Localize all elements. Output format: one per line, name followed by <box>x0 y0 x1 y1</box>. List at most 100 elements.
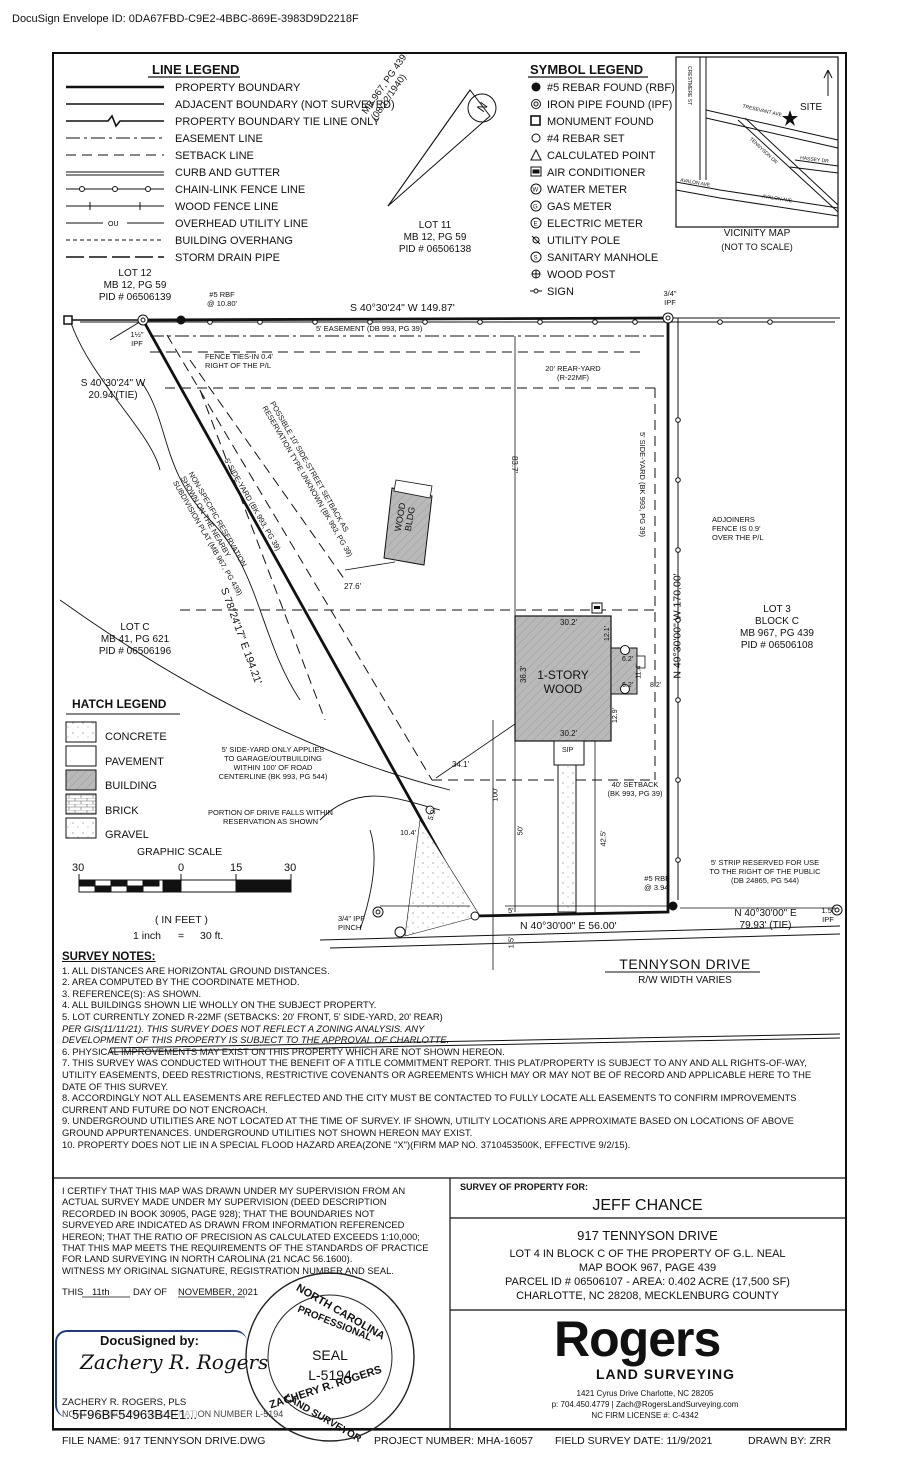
legal-description: LOT 4 IN BLOCK C OF THE PROPERTY OF G.L.… <box>505 1248 790 1302</box>
rbf-top-label: #5 RBF @ 10.80' <box>207 290 237 308</box>
survey-for-label: SURVEY OF PROPERTY FOR: <box>460 1182 589 1192</box>
house-dim-left: 36.3' <box>519 665 529 684</box>
signer-name: ZACHERY R. ROGERS, PLS <box>62 1397 187 1408</box>
house-dim: 6.2' <box>622 682 634 689</box>
company-sub: LAND SURVEYING <box>596 1366 735 1382</box>
ipf-top-right-label: 3/4" IPF <box>663 289 677 307</box>
line-legend-item: EASEMENT LINE <box>175 133 263 145</box>
note-line: 3. REFERENCE(S): AS SHOWN. <box>62 987 202 999</box>
svg-text:OU: OU <box>108 221 119 228</box>
symbol-legend-item: GAS METER <box>547 201 612 213</box>
note-line: DEVELOPMENT OF THIS PROPERTY IS SUBJECT … <box>62 1034 450 1046</box>
property-boundary <box>140 316 670 918</box>
graphic-scale-bar <box>78 874 292 893</box>
footer-project: PROJECT NUMBER: MHA-16057 <box>374 1435 534 1447</box>
line-legend-item: BUILDING OVERHANG <box>175 235 293 247</box>
symbol-legend-item: CALCULATED POINT <box>547 150 656 162</box>
hatch-legend-item: GRAVEL <box>105 829 149 841</box>
svg-text:G: G <box>533 205 538 211</box>
scale-tick: 15 <box>230 862 243 874</box>
lot12-label: LOT 12 MB 12, PG 59 PID # 06506139 <box>98 268 172 303</box>
dim-34-1: 34.1' <box>452 760 470 769</box>
line-legend-item: PROPERTY BOUNDARY TIE LINE ONLY <box>175 116 380 128</box>
symbol-legend-item: AIR CONDITIONER <box>547 167 646 179</box>
notes-title: SURVEY NOTES: <box>62 951 156 963</box>
right-bearing: N 49°30'00" W 170.00' <box>671 573 684 679</box>
seal-number: L-5194 <box>308 1367 352 1383</box>
symbol-legend-item: IRON PIPE FOUND (IPF) <box>547 99 673 111</box>
note-line: UTILITY EASEMENTS, DEED RESTRICTIONS, RE… <box>62 1068 812 1080</box>
rear-yard-label: 20' REAR-YARD (R-22MF) <box>545 364 601 382</box>
note-line: 6. PHYSICAL IMPROVEMENTS MAY EXIST ON TH… <box>62 1045 505 1057</box>
docusign-id: 5F96BF54963B4E1... <box>72 1407 198 1422</box>
easement-label: 5' EASEMENT (DB 993, PG 39) <box>316 324 423 333</box>
cert-month: NOVEMBER <box>178 1286 232 1297</box>
tie-left-label: S 40°30'24" W 20.94'(TIE) <box>80 378 146 401</box>
symbol-legend-item: WATER METER <box>547 184 628 196</box>
client-name: JEFF CHANCE <box>592 1197 703 1214</box>
footer-file: FILE NAME: 917 TENNYSON DRIVE.DWG <box>62 1435 266 1447</box>
scale-title: GRAPHIC SCALE <box>137 846 223 858</box>
property-address: 917 TENNYSON DRIVE <box>577 1228 718 1243</box>
wood-bldg-shape <box>383 479 433 566</box>
note-line: PER GIS(11/11/21). THIS SURVEY DOES NOT … <box>62 1022 425 1034</box>
company-license: NC FIRM LICENSE #: C-4342 <box>591 1411 699 1420</box>
hatch-legend-item: BUILDING <box>105 780 157 792</box>
rbf-bottom-label: #5 RBF @ 3.94' <box>644 874 670 892</box>
company-contact: p: 704.450.4779 | Zach@RogersLandSurveyi… <box>551 1400 739 1409</box>
lotc-label: LOT C MB 41, PG 621 PID # 06506196 <box>98 622 172 657</box>
note-line: 5. LOT CURRENTLY ZONED R-22MF (SETBACKS:… <box>62 1010 443 1022</box>
cert-line: RECORDED IN BOOK 30905, PAGE 928); THAT … <box>62 1207 375 1219</box>
dim-50: 50' <box>515 825 525 836</box>
house-dim: 12.9' <box>611 708 619 723</box>
survey-notes: SURVEY NOTES: 1. ALL DISTANCES ARE HORIZ… <box>62 951 842 1150</box>
dim-100: 100' <box>490 787 500 802</box>
note-line: 10. PROPERTY DOES NOT LIE IN A SPECIAL F… <box>62 1138 631 1150</box>
house-shape <box>514 602 646 913</box>
house-dim: 6.2' <box>622 656 634 663</box>
side-yard-right-label: 5' SIDE-YARD (BK 993, PG 39) <box>638 431 648 538</box>
envelope-id: DocuSign Envelope ID: 0DA67FBD-C9E2-4BBC… <box>12 13 359 25</box>
docusign-frame <box>55 1330 247 1417</box>
line-legend-item: CHAIN-LINK FENCE LINE <box>175 184 306 196</box>
dim-83-7: 83.7' <box>510 455 520 474</box>
dim-1-5: 1.5' <box>506 936 516 949</box>
svg-text:E: E <box>534 222 538 228</box>
cert-day-of: DAY OF <box>133 1286 168 1297</box>
cert-line: WITNESS MY ORIGINAL SIGNATURE, REGISTRAT… <box>62 1264 394 1276</box>
line-legend-samples <box>66 85 164 258</box>
bottom-bearing: N 40°30'00" E 56.00' <box>520 920 617 932</box>
certification-block: I CERTIFY THAT THIS MAP WAS DRAWN UNDER … <box>62 1185 442 1276</box>
street-rw: R/W WIDTH VARIES <box>638 975 732 986</box>
north-arrow-icon <box>387 89 497 207</box>
cert-line: HEREON; THAT THE RATIO OF PRECISION AS C… <box>62 1230 420 1242</box>
symbol-legend-item: SIGN <box>547 286 574 298</box>
hatch-legend-title: HATCH LEGEND <box>72 697 167 711</box>
line-legend-item: STORM DRAIN PIPE <box>175 252 280 264</box>
scale-ratio-eq: = <box>178 930 185 942</box>
line-legend-item: SETBACK LINE <box>175 150 254 162</box>
cert-line: I CERTIFY THAT THIS MAP WAS DRAWN UNDER … <box>62 1185 406 1196</box>
side-yard-only-note: 5' SIDE-YARD ONLY APPLIES TO GARAGE/OUTB… <box>218 745 328 781</box>
line-legend-labels: PROPERTY BOUNDARY ADJACENT BOUNDARY (NOT… <box>175 80 395 267</box>
monuments <box>63 312 843 938</box>
company-logo: Rogers <box>554 1311 721 1367</box>
vicinity-street: CRESTMERE ST <box>686 66 692 106</box>
symbol-legend-item: UTILITY POLE <box>547 235 621 247</box>
hatch-legend-item: BRICK <box>105 804 139 817</box>
svg-text:S: S <box>534 256 538 262</box>
line-legend-item: ADJACENT BOUNDARY (NOT SURVEYED) <box>175 99 395 111</box>
lot3-label: LOT 3 BLOCK C MB 967, PG 439 PID # 06506… <box>740 604 814 651</box>
hatch-swatches <box>65 713 180 839</box>
footer-drawn-by: DRAWN BY: ZRR <box>748 1435 832 1447</box>
hatch-legend-item: CONCRETE <box>105 731 167 743</box>
house-dim-top: 30.2' <box>560 618 578 627</box>
ipf-bottom-right-label: 1.5" IPF <box>821 906 835 924</box>
symbol-legend-item: #5 REBAR FOUND (RBF) <box>547 82 675 94</box>
scale-ratio-right: 30 ft. <box>200 930 224 942</box>
street-name: TENNYSON DRIVE <box>619 956 751 972</box>
note-line: CURRENT AND FUTURE DO NOT ENCROACH. <box>62 1103 268 1115</box>
sip-label: SIP <box>562 747 574 754</box>
line-legend-item: PROPERTY BOUNDARY <box>175 82 301 94</box>
